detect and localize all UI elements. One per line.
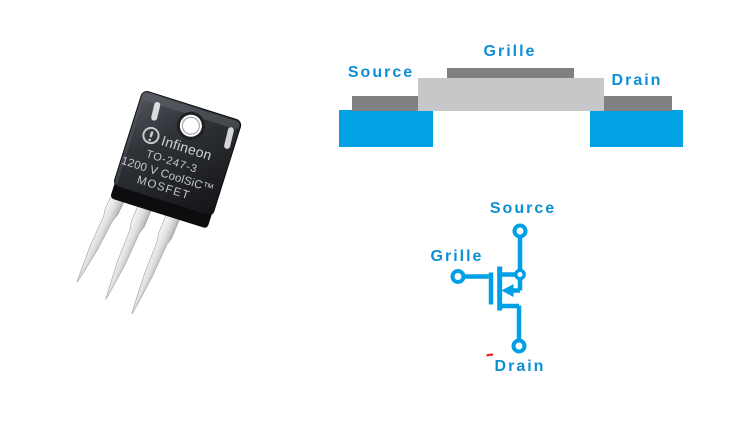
drain-contact-block [604,96,672,111]
red-marker [486,353,494,357]
package-bottom-flange [110,181,212,228]
mosfet-symbol [450,223,528,357]
package-body: Infineon TO-247-3 1200 V CoolSiC™ MOSFET [110,91,242,228]
package-leg-middle [105,191,158,300]
package-photo: Infineon TO-247-3 1200 V CoolSiC™ MOSFET [76,91,242,315]
junction-node [514,268,526,281]
side-notch-left [151,101,161,121]
cross-section-gate-label: Grille [483,43,537,60]
source-region-block [339,110,433,147]
infineon-logo-icon [142,126,160,145]
package-leg-right [131,201,186,315]
source-terminal [512,223,528,239]
schematic-gate-label: Grille [430,248,484,265]
drain-terminal [511,338,527,354]
oxide-body-block [418,78,604,111]
cross-section-source-label: Source [347,64,415,81]
drain-region-block [590,110,683,147]
cross-section-drain-label: Drain [611,72,663,89]
gate-electrode-block [447,68,574,80]
source-contact-block [352,96,420,111]
schematic-drain-label: Drain [494,358,546,375]
left-edge-highlight [114,92,146,185]
package-leg-left [76,179,133,283]
body-arrow [501,284,514,297]
top-bevel-highlight [142,92,240,129]
schematic-source-label: Source [489,200,557,217]
gate-terminal [450,269,466,284]
side-notch-right [224,127,234,149]
